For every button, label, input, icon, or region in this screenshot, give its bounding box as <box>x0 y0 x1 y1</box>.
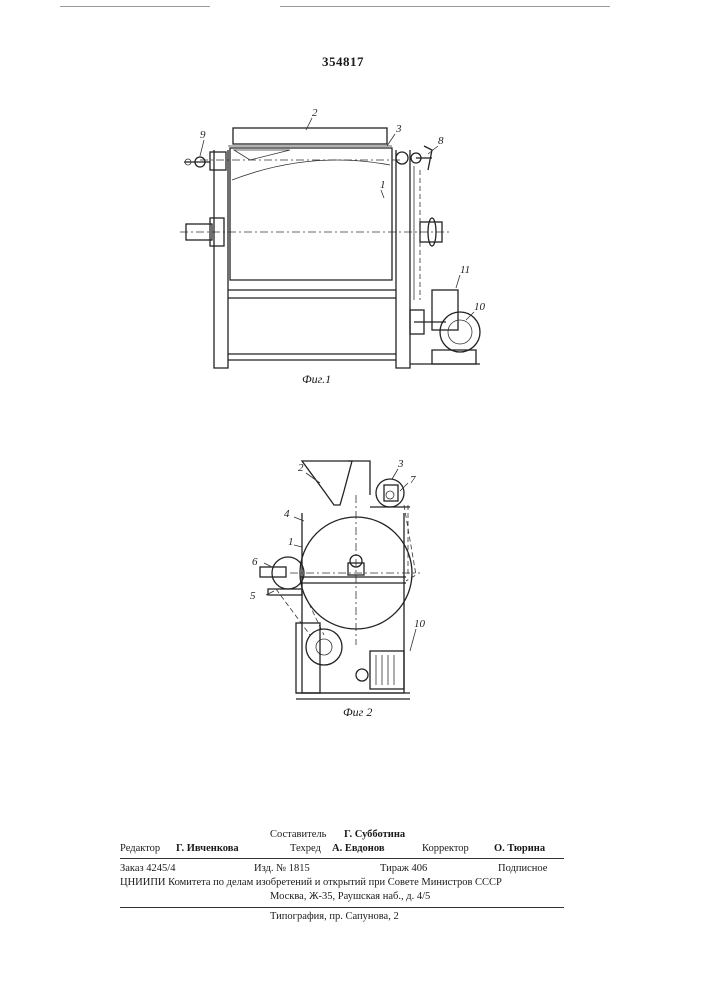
imprint-footer: Типография, пр. Сапунова, 2 <box>120 910 564 924</box>
compiler-role: Составитель <box>270 828 326 842</box>
hopper-top <box>233 128 387 144</box>
drum-body <box>230 148 392 280</box>
fig2-label-3: 3 <box>397 458 404 470</box>
frame-left <box>214 150 228 368</box>
fig1-label-1: 1 <box>380 179 386 191</box>
imprint-row-printing: Типография, пр. Сапунова, 2 <box>120 910 564 924</box>
fig1-label-3: 3 <box>395 123 402 135</box>
frame-side <box>302 513 404 693</box>
hopper <box>302 461 352 505</box>
fig2-label-5: 5 <box>250 590 256 602</box>
subscription: Подписное <box>498 862 547 876</box>
motor <box>370 651 404 689</box>
imprint-details: Заказ 4245/4 Изд. № 1815 Тираж 406 Подпи… <box>120 862 564 904</box>
corrector-role: Корректор <box>422 842 469 856</box>
corrector-name: О. Тюрина <box>494 842 545 856</box>
compiler-name: Г. Субботина <box>344 828 405 842</box>
figure-2-caption: Фиг 2 <box>343 705 372 720</box>
fig1-label-10: 10 <box>474 301 486 313</box>
imprint-block: Составитель Г. Субботина Редактор Г. Ивч… <box>120 828 564 856</box>
edition-number: Изд. № 1815 <box>254 862 310 876</box>
fig2-label-2: 2 <box>298 462 304 474</box>
figure-1-caption: Фиг.1 <box>302 372 331 387</box>
techred-role: Техред <box>290 842 321 856</box>
editor-role: Редактор <box>120 842 160 856</box>
fig1-label-8: 8 <box>438 135 444 147</box>
editor-name: Г. Ивченкова <box>176 842 239 856</box>
order-number: Заказ 4245/4 <box>120 862 175 876</box>
fig2-label-10: 10 <box>414 618 426 630</box>
scan-mark-left <box>60 6 210 7</box>
fig1-label-9: 9 <box>200 129 206 141</box>
imprint-row-staff: Редактор Г. Ивченкова Техред А. Евдонов … <box>120 842 564 856</box>
institute-text: ЦНИИПИ Комитета по делам изобретений и о… <box>120 876 502 890</box>
fig2-label-1: 1 <box>288 536 294 548</box>
imprint-rule-bottom <box>120 907 564 908</box>
scan-mark-right <box>280 6 610 7</box>
top-pulley <box>376 479 404 507</box>
fig2-label-7: 7 <box>410 474 416 486</box>
imprint-row-order: Заказ 4245/4 Изд. № 1815 Тираж 406 Подпи… <box>120 862 564 876</box>
fig1-label-11: 11 <box>460 264 470 276</box>
fig2-label-6: 6 <box>252 556 258 568</box>
imprint-rule-top <box>120 858 564 859</box>
fig2-label-4: 4 <box>284 508 290 520</box>
techred-name: А. Евдонов <box>332 842 385 856</box>
gearbox <box>432 290 458 330</box>
imprint-row-institute: ЦНИИПИ Комитета по делам изобретений и о… <box>120 876 564 890</box>
patent-number: 354817 <box>322 54 364 70</box>
imprint-row-address: Москва, Ж-35, Раушская наб., д. 4/5 <box>120 890 564 904</box>
frame-right <box>396 150 410 368</box>
imprint-row-compiler: Составитель Г. Субботина <box>120 828 564 842</box>
print-run: Тираж 406 <box>380 862 427 876</box>
figure-2-drawing: 2 3 7 4 1 6 5 10 <box>240 455 440 705</box>
printing-house: Типография, пр. Сапунова, 2 <box>270 910 399 924</box>
fig1-label-2: 2 <box>312 107 318 119</box>
address-text: Москва, Ж-35, Раушская наб., д. 4/5 <box>270 890 430 904</box>
motor <box>440 312 480 352</box>
side-pulley <box>272 557 304 589</box>
figure-1-drawing: 2 3 1 8 9 11 10 <box>170 110 500 400</box>
